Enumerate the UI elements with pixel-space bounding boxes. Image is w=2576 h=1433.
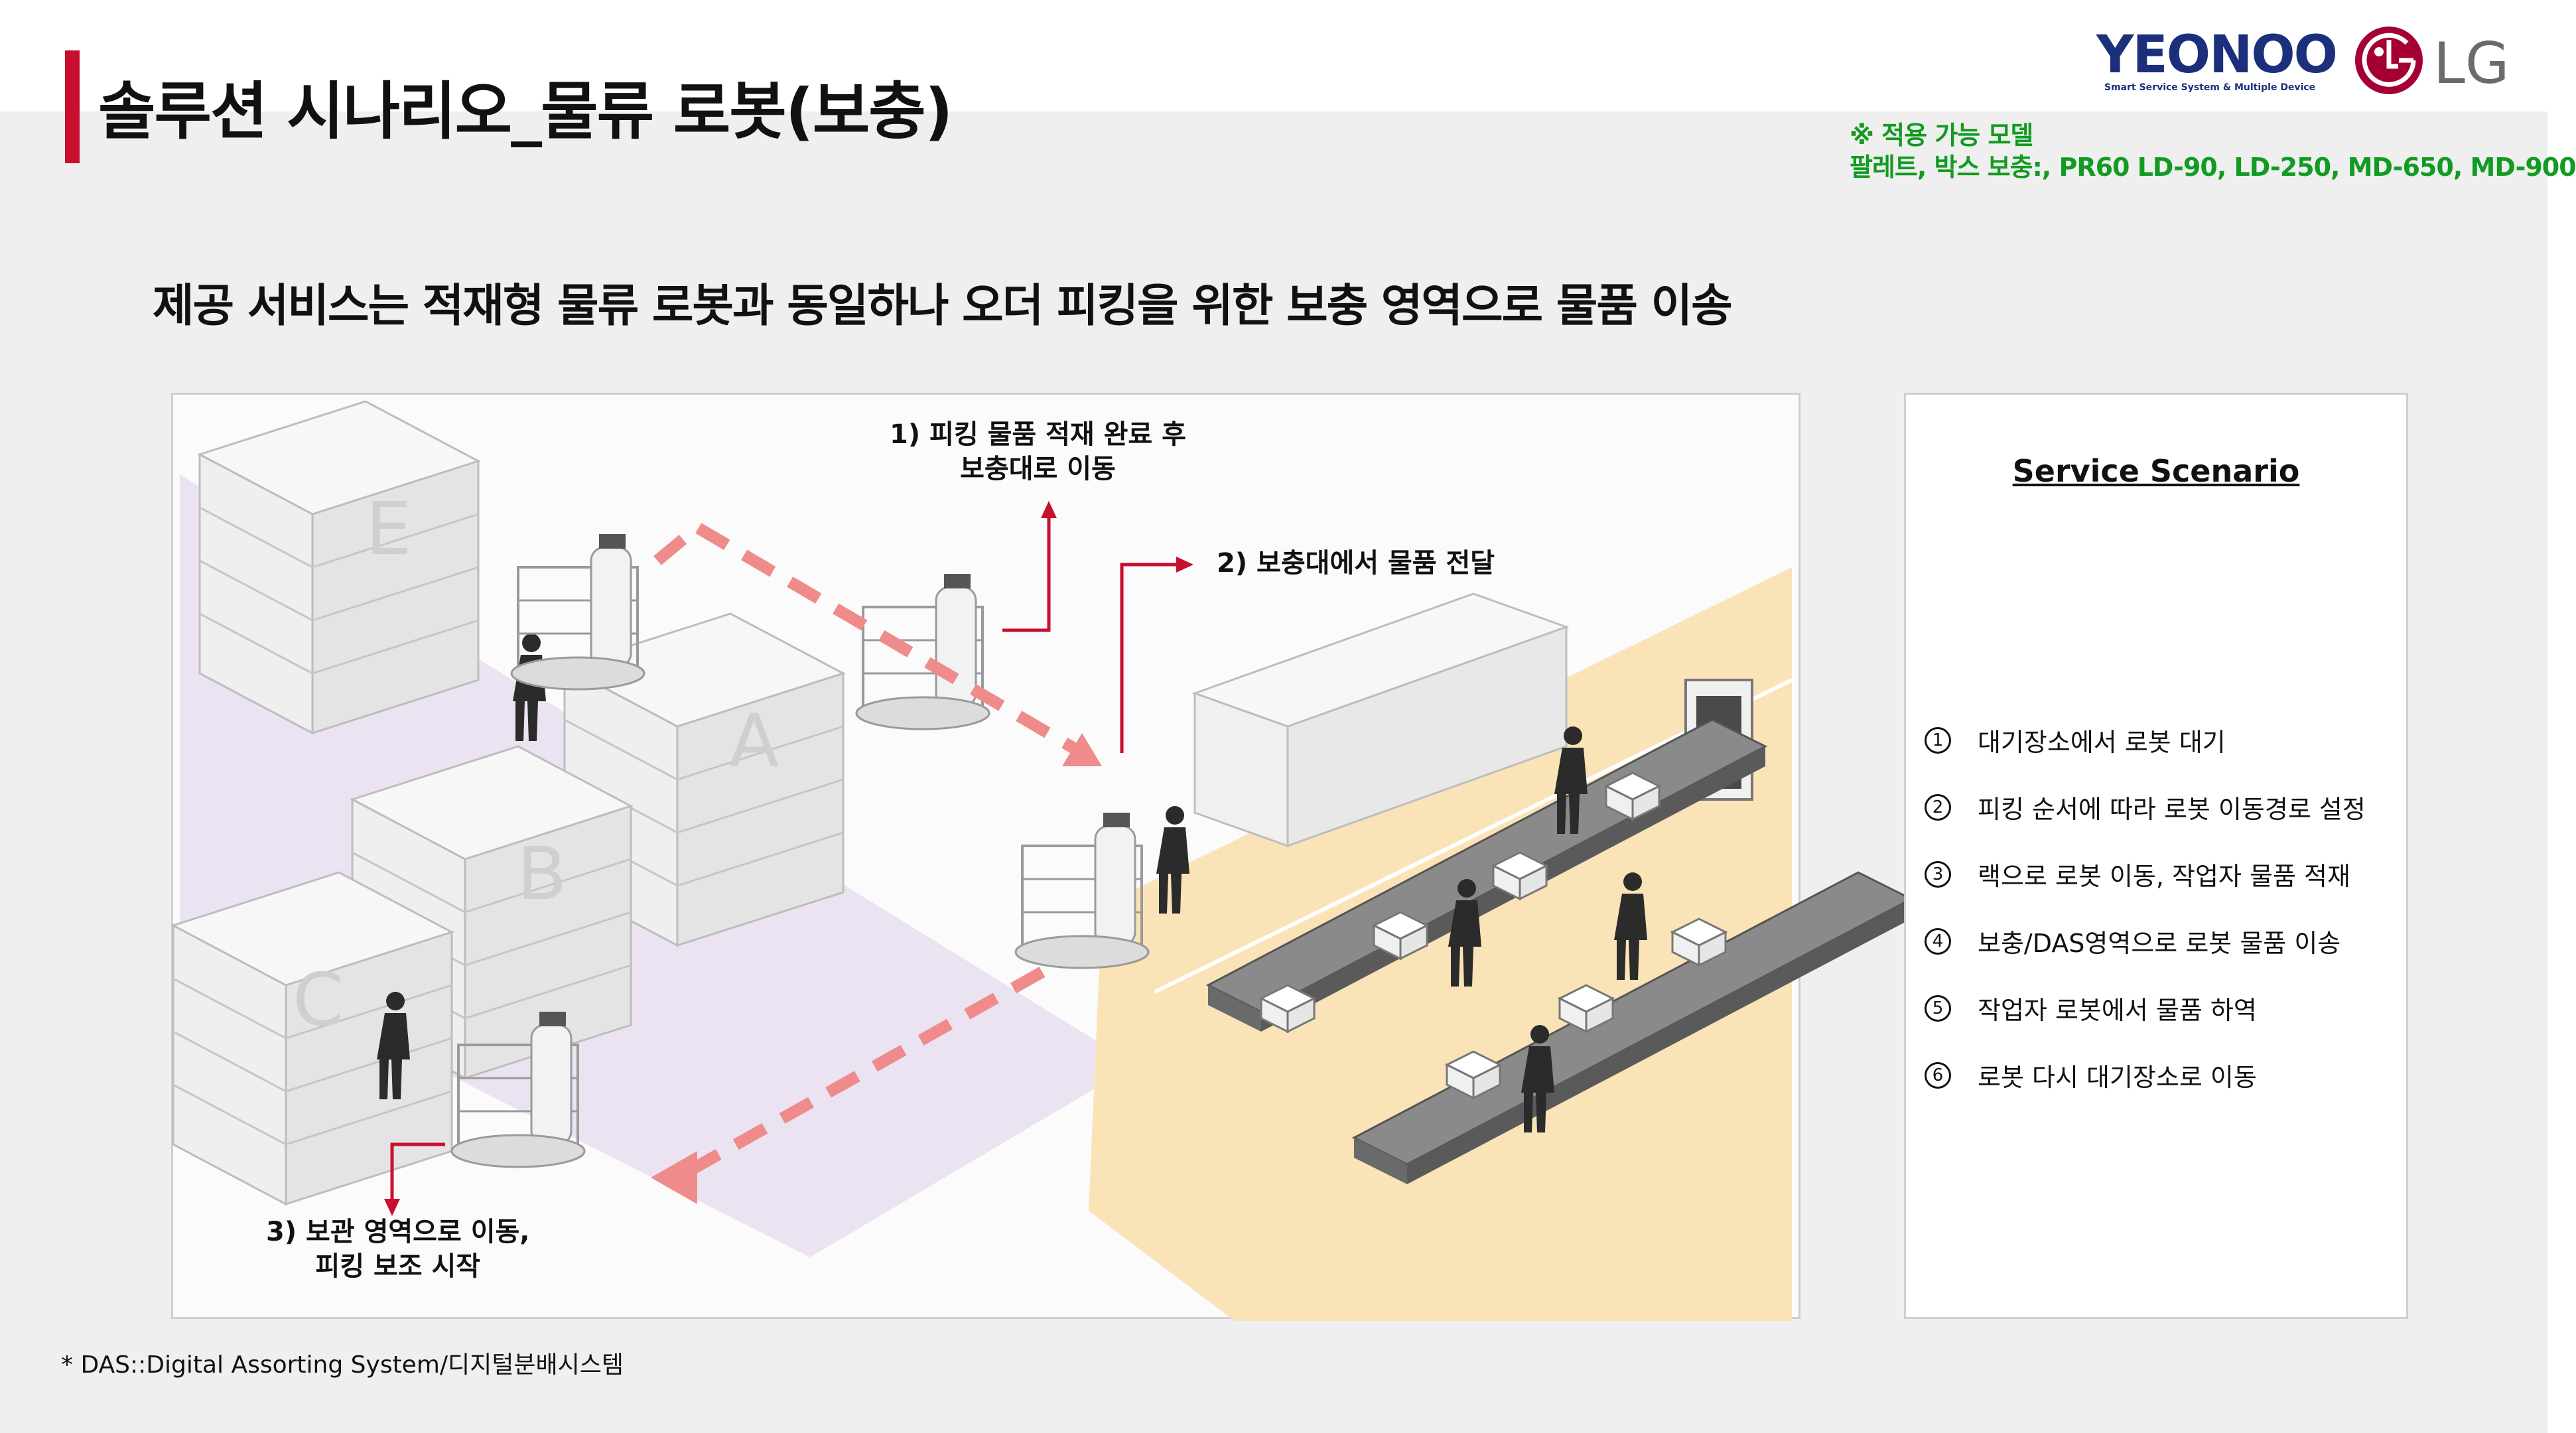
- page-title: 솔루션 시나리오_물류 로봇(보충): [98, 76, 953, 148]
- replenishment-shelf: [1191, 592, 1570, 848]
- yeonoo-logo: YEONOO Smart Service System & Multiple D…: [2096, 25, 2338, 96]
- replenishment-zone-floor: [1089, 567, 1792, 1321]
- step-number-badge: 6: [1925, 1061, 1951, 1089]
- callout-step1-line2: 보충대로 이동: [960, 454, 1116, 484]
- title-accent-bar: [65, 50, 80, 163]
- scenario-step: 1 대기장소에서 로봇 대기: [1925, 707, 2366, 774]
- yeonoo-logo-tagline: Smart Service System & Multiple Device: [2104, 82, 2316, 93]
- lg-logo-mark: [2355, 27, 2423, 94]
- robot-path-to-replenishment: [653, 520, 1085, 758]
- scenario-step: 4 보충/DAS영역으로 로봇 물품 이송: [1925, 908, 2366, 975]
- step-text: 작업자 로봇에서 물품 하역: [1978, 996, 2257, 1025]
- step-text: 피킹 순서에 따라 로봇 이동경로 설정: [1978, 795, 2366, 824]
- robot-path-return: [674, 967, 1046, 1183]
- step-text: 보충/DAS영역으로 로봇 물품 이송: [1978, 929, 2341, 958]
- yeonoo-logo-text: YEONOO: [2096, 25, 2338, 85]
- rack-label-b: B: [517, 831, 567, 916]
- callout-step1-line1: 1) 피킹 물품 적재 완료 후: [890, 419, 1186, 450]
- step-text: 랙으로 로봇 이동, 작업자 물품 적재: [1978, 862, 2350, 891]
- service-scenario-panel: Service Scenario 1 대기장소에서 로봇 대기 2 피킹 순서에…: [1904, 393, 2408, 1319]
- scenario-step: 3 랙으로 로봇 이동, 작업자 물품 적재: [1925, 841, 2366, 908]
- robot: [1014, 811, 1150, 969]
- callout-step2: 2) 보충대에서 물품 전달: [1217, 548, 1495, 579]
- scenario-step: 6 로봇 다시 대기장소로 이동: [1925, 1042, 2366, 1109]
- step-text: 로봇 다시 대기장소로 이동: [1978, 1063, 2257, 1092]
- das-footnote: * DAS::Digital Assorting System/디지털분배시스템: [61, 1351, 624, 1379]
- applicable-models-list: 팔레트, 박스 보충:, PR60 LD-90, LD-250, MD-650,…: [1850, 153, 2576, 182]
- warehouse-scene: E A B C: [172, 400, 1913, 1321]
- callout1-pointer: [1002, 514, 1051, 632]
- step-number-badge: 3: [1925, 860, 1951, 888]
- rack-e: [198, 400, 480, 734]
- service-scenario-title: Service Scenario: [2012, 453, 2300, 489]
- step-number-badge: 4: [1925, 927, 1951, 955]
- header-background: [0, 0, 2547, 111]
- warehouse-illustration: E A B C: [171, 393, 1913, 1321]
- callout1-pointer-head: [1041, 501, 1057, 518]
- slide-subtitle: 제공 서비스는 적재형 물류 로봇과 동일하나 오더 피킹을 위한 보충 영역으…: [153, 280, 1733, 332]
- lg-logo: LG: [2355, 27, 2514, 100]
- scenario-step: 5 작업자 로봇에서 물품 하역: [1925, 975, 2366, 1042]
- scenario-step-list: 1 대기장소에서 로봇 대기 2 피킹 순서에 따라 로봇 이동경로 설정 3 …: [1925, 707, 2366, 1109]
- step-text: 대기장소에서 로봇 대기: [1978, 728, 2226, 757]
- callout3-pointer: [390, 1142, 445, 1204]
- callout-step3-line1: 3) 보관 영역으로 이동,: [266, 1217, 530, 1247]
- scenario-step: 2 피킹 순서에 따라 로봇 이동경로 설정: [1925, 774, 2366, 841]
- robot-path-arrowhead: [1062, 733, 1102, 766]
- applicable-models-heading: ※ 적용 가능 모델: [1850, 121, 2033, 150]
- robot: [855, 573, 990, 730]
- rack-label-a: A: [729, 699, 779, 784]
- callout-step3-line2: 피킹 보조 시작: [315, 1251, 481, 1282]
- step-number-badge: 1: [1925, 726, 1951, 754]
- applicable-models: ※ 적용 가능 모델 팔레트, 박스 보충:, PR60 LD-90, LD-2…: [1850, 119, 2576, 183]
- callout-step1: 1) 피킹 물품 적재 완료 후 보충대로 이동: [890, 417, 1186, 486]
- rack-label-e: E: [366, 486, 412, 571]
- callout2-pointer: [1120, 563, 1182, 753]
- callout2-pointer-head: [1176, 557, 1193, 573]
- lg-logo-text: LG: [2433, 31, 2510, 97]
- rack-label-c: C: [293, 957, 344, 1042]
- step-number-badge: 2: [1925, 793, 1951, 821]
- step-number-badge: 5: [1925, 994, 1951, 1022]
- robot: [510, 533, 645, 691]
- callout-step3: 3) 보관 영역으로 이동, 피킹 보조 시작: [266, 1215, 530, 1284]
- callout3-pointer-head: [384, 1199, 400, 1216]
- robot-path-return-arrowhead: [651, 1151, 697, 1204]
